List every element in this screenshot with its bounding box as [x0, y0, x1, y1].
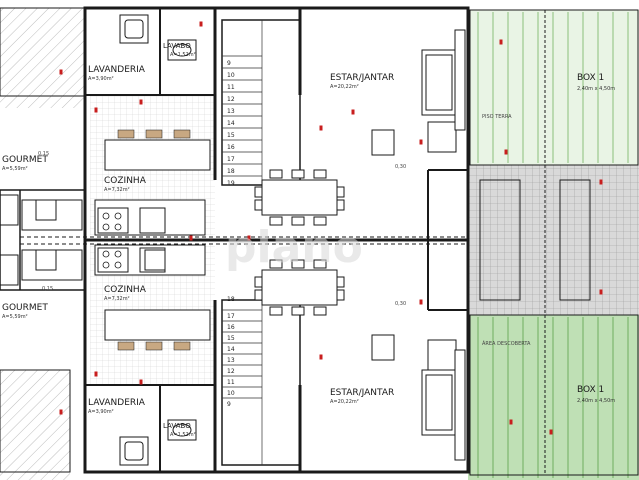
- room-labels: LAVANDERIA A=3,90m² LAVABO A=1,52m² GOUR…: [2, 42, 615, 438]
- stair-bottom-step-17: 17: [227, 313, 235, 320]
- dimension-mark: [504, 149, 508, 155]
- dimension-mark: [139, 99, 143, 105]
- stair-bottom-step-13: 13: [227, 357, 235, 364]
- grass-stripes-top: [477, 12, 629, 163]
- stair-top-step-9: 9: [227, 60, 231, 67]
- living-furniture: [371, 29, 466, 461]
- stair-top-step-14: 14: [227, 120, 235, 127]
- dimension-mark: [319, 354, 323, 360]
- dimension-mark: [509, 419, 513, 425]
- dimension-mark: [499, 39, 503, 45]
- dimension-mark: [599, 179, 603, 185]
- dimension-marks: [59, 21, 603, 435]
- room-lavabo-top: LAVABO: [163, 42, 191, 50]
- dimension-mark: [94, 371, 98, 377]
- stove-burners: [102, 212, 122, 269]
- stair-bottom-step-16: 16: [227, 324, 235, 331]
- bathroom-fixtures: [35, 14, 197, 466]
- stair-bottom-step-10: 10: [227, 390, 235, 397]
- room-lavabo-bottom: LAVABO: [163, 422, 191, 430]
- stair-top-numbers: 9 10 11 12 13 14 15 16 17 18 19: [227, 60, 235, 187]
- area-cozinha-top: A=7,32m²: [104, 187, 130, 193]
- left-garden-bottom: [0, 370, 70, 480]
- stair-top-step-17: 17: [227, 156, 235, 163]
- note-piso-terra: PISO TERRA: [482, 114, 512, 120]
- dimension-mark: [247, 235, 251, 241]
- stair-top-step-10: 10: [227, 72, 235, 79]
- dimension-mark: [199, 21, 203, 27]
- area-lavabo-top: A=1,52m²: [170, 52, 196, 58]
- gourmet-fixtures: [0, 194, 83, 286]
- area-lavanderia-top: A=3,90m²: [88, 76, 114, 82]
- dimension-mark: [94, 107, 98, 113]
- dimension-mark: [59, 69, 63, 75]
- stair-top-step-15: 15: [227, 132, 235, 139]
- level-bottom: 0,30: [395, 301, 406, 307]
- area-lavabo-bottom: A=1,52m²: [170, 432, 196, 438]
- area-estar-bottom: A=20,22m²: [330, 399, 359, 405]
- paving-center: [468, 165, 639, 315]
- stair-top-step-13: 13: [227, 108, 235, 115]
- stair-bottom-numbers: 17 16 15 14 13 12 11 10 9 18: [227, 296, 235, 408]
- stair-top-step-11: 11: [227, 84, 235, 91]
- garage-outlines: [469, 9, 639, 476]
- room-gourmet-bottom: GOURMET: [2, 303, 48, 313]
- area-gourmet-top: A=5,59m²: [2, 166, 28, 172]
- dimension-mark: [59, 409, 63, 415]
- dimension-mark: [189, 235, 193, 241]
- stair-top-step-18: 18: [227, 168, 235, 175]
- stair-top-step-19: 19: [227, 180, 235, 187]
- room-gourmet-top: GOURMET: [2, 155, 48, 165]
- dining-tables: [254, 169, 345, 316]
- room-lavanderia-top: LAVANDERIA: [88, 65, 146, 75]
- level-gourmet-top: 0,15: [38, 151, 49, 157]
- area-box-bottom: 2,40m x 4,50m: [577, 398, 615, 404]
- room-estar-top: ESTAR/JANTAR: [330, 73, 394, 83]
- watermark: plano: [225, 222, 363, 273]
- area-box-top: 2,40m x 4,50m: [577, 86, 615, 92]
- stair-bottom-step-12: 12: [227, 368, 235, 375]
- dimension-mark: [351, 109, 355, 115]
- area-lavanderia-bottom: A=3,90m²: [88, 409, 114, 415]
- grass-stripes-bottom: [477, 317, 629, 478]
- room-estar-bottom: ESTAR/JANTAR: [330, 388, 394, 398]
- area-estar-top: A=20,22m²: [330, 84, 359, 90]
- dimension-mark: [319, 125, 323, 131]
- stair-bottom-step-9: 9: [227, 401, 231, 408]
- stair-bottom-step-14: 14: [227, 346, 235, 353]
- stair-top-step-16: 16: [227, 144, 235, 151]
- dimension-mark: [599, 289, 603, 295]
- area-gourmet-bottom: A=5,59m²: [2, 314, 28, 320]
- room-cozinha-top: COZINHA: [104, 176, 147, 186]
- room-box-bottom: BOX 1: [577, 385, 604, 395]
- level-top: 0,30: [395, 164, 406, 170]
- dimension-mark: [139, 379, 143, 385]
- stair-top: [221, 19, 301, 186]
- dimension-mark: [549, 429, 553, 435]
- room-cozinha-bottom: COZINHA: [104, 285, 147, 295]
- stair-bottom-step-11: 11: [227, 379, 235, 386]
- kitchen-stools: [117, 129, 191, 351]
- stair-bottom-step-15: 15: [227, 335, 235, 342]
- note-area-descoberta: ÁREA DESCOBERTA: [482, 340, 531, 347]
- left-garden-top: [0, 8, 85, 108]
- level-markers: 0,30 0,30 0,15 0,15 PISO TERRA ÁREA DESC…: [38, 114, 531, 347]
- area-cozinha-bottom: A=7,32m²: [104, 296, 130, 302]
- dimension-mark: [419, 139, 423, 145]
- room-lavanderia-bottom: LAVANDERIA: [88, 398, 146, 408]
- stair-top-step-12: 12: [227, 96, 235, 103]
- level-gourmet-bottom: 0,15: [42, 286, 53, 292]
- dimension-mark: [419, 299, 423, 305]
- stair-bottom-step-18: 18: [227, 296, 235, 303]
- room-box-top: BOX 1: [577, 73, 604, 83]
